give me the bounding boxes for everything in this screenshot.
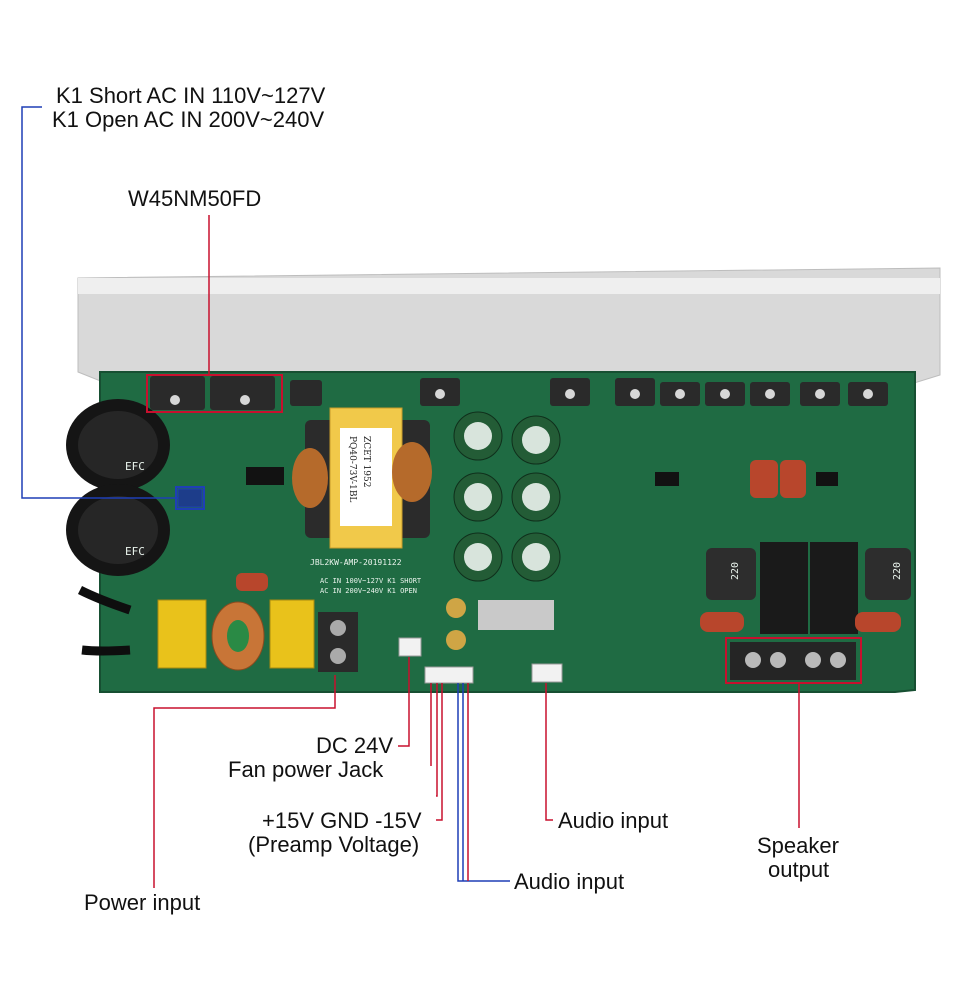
transformer: PQ40-73V-1BL ZCET 1952 (292, 407, 432, 549)
audio-connector (531, 663, 563, 683)
preamp-label-line2: (Preamp Voltage) (248, 832, 420, 857)
fan-label-line1: DC 24V (316, 733, 394, 758)
speaker-output-label-line1: Speaker (757, 833, 839, 858)
speaker-output-label-line2: output (768, 857, 830, 882)
ic-chip (816, 472, 838, 486)
x-capacitor (157, 599, 207, 669)
relay (760, 542, 808, 634)
k1-open-label: K1 Open AC IN 200V~240V (52, 107, 325, 132)
svg-text:EFC: EFC (125, 545, 145, 558)
ic-chip (246, 467, 284, 485)
ic-chip (655, 472, 679, 486)
fan-connector (398, 637, 422, 657)
svg-text:AC IN 100V~127V K1 SHORT: AC IN 100V~127V K1 SHORT (320, 577, 422, 585)
x-capacitor (269, 599, 315, 669)
mosfet-label: W45NM50FD (128, 186, 262, 211)
filter-capacitors: EFC EFC (66, 399, 170, 576)
svg-text:JBL2KW-AMP-20191122: JBL2KW-AMP-20191122 (310, 558, 402, 567)
svg-text:220: 220 (730, 562, 741, 580)
audio-input-right-label: Audio input (558, 808, 669, 833)
fan-label-line2: Fan power Jack (228, 757, 384, 782)
svg-text:220: 220 (892, 562, 903, 580)
relay (810, 542, 858, 634)
svg-text:AC IN 200V~240V K1 OPEN: AC IN 200V~240V K1 OPEN (320, 587, 417, 595)
output-inductor (706, 548, 756, 600)
svg-text:PQ40-73V-1BL: PQ40-73V-1BL (347, 436, 357, 502)
output-inductor (865, 548, 911, 600)
power-input-label: Power input (84, 890, 201, 915)
preamp-connector (424, 666, 474, 684)
k1-short-label: K1 Short AC IN 110V~127V (56, 83, 326, 108)
audio-input-bottom-label: Audio input (514, 869, 625, 894)
svg-text:EFC: EFC (125, 460, 145, 473)
svg-text:ZCET 1952: ZCET 1952 (361, 436, 371, 487)
preamp-label-line1: +15V GND -15V (262, 808, 422, 833)
